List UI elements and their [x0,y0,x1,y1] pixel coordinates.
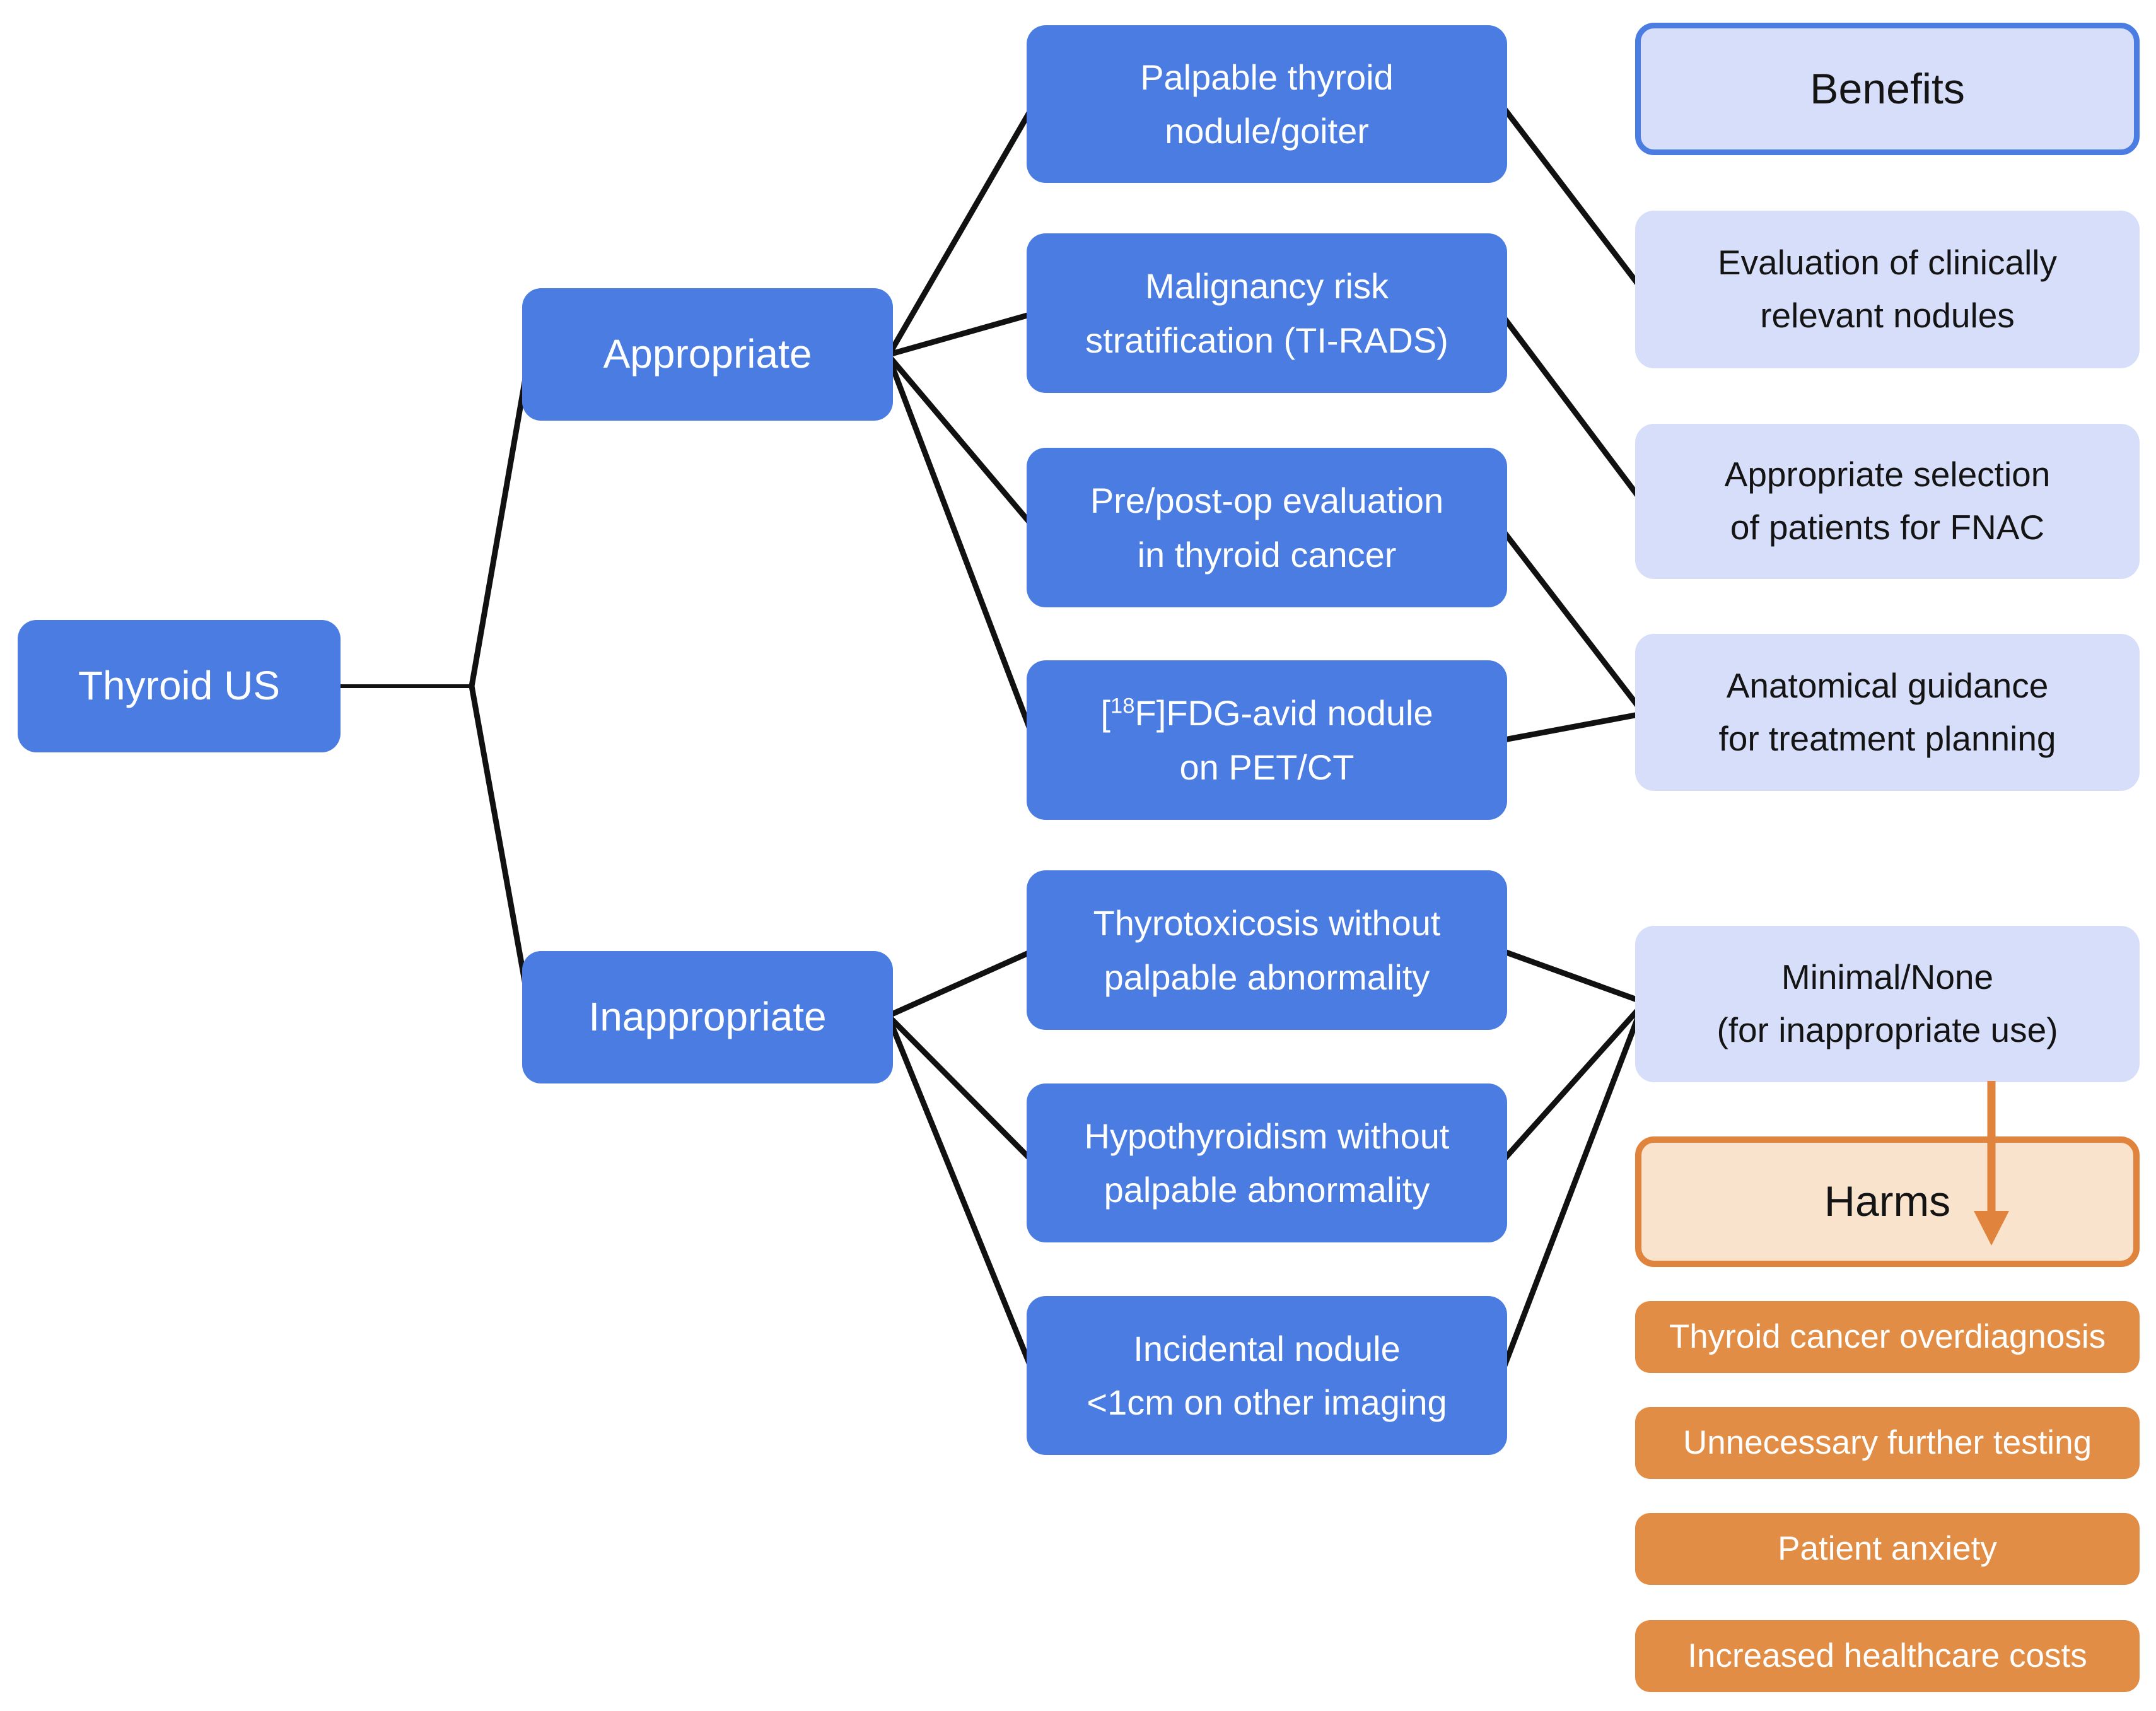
node-pre-post-op-evaluation: Pre/post-op evaluation in thyroid cancer [1027,448,1507,607]
node-line: [18F]FDG-avid nodule [1100,693,1433,733]
node-line: Minimal/None [1781,957,1994,997]
harm-label: Patient anxiety [1778,1530,1997,1568]
edge-inappropriate-thyrotoxicosis [888,947,1035,1019]
edge-thyrotoxicosis-minimal [1500,947,1643,1005]
node-line: on PET/CT [1179,747,1355,787]
node-line: Malignancy risk [1145,266,1389,307]
node-line: Anatomical guidance [1726,665,2049,705]
edge-malignancy-fnac [1498,312,1645,503]
node-palpable-thyroid-nodule: Palpable thyroid nodule/goiter [1027,25,1507,183]
node-line: Incidental nodule [1133,1328,1401,1369]
harm-overdiagnosis: Thyroid cancer overdiagnosis [1635,1301,2140,1373]
node-line: palpable abnormality [1104,957,1430,997]
node-label: Appropriate [603,331,812,377]
node-label: Inappropriate [588,994,827,1040]
edge-palpable-evaluation [1498,102,1645,291]
header-label: Harms [1824,1177,1951,1226]
edge-hypothyroidism-minimal [1498,1003,1645,1165]
harm-label: Unnecessary further testing [1682,1424,2092,1462]
node-inappropriate: Inappropriate [522,951,893,1083]
node-line: Pre/post-op evaluation [1090,481,1444,521]
node-hypothyroidism: Hypothyroidism without palpable abnormal… [1027,1083,1507,1242]
node-line: (for inappropriate use) [1716,1010,2058,1049]
node-line: Evaluation of clinically [1717,243,2058,283]
node-incidental-nodule: Incidental nodule <1cm on other imaging [1027,1296,1507,1455]
node-thyrotoxicosis: Thyrotoxicosis without palpable abnormal… [1027,870,1507,1030]
edge-incidental-minimal [1498,1005,1645,1377]
edge-root-appropriate [469,353,533,687]
node-line: relevant nodules [1760,296,2015,335]
node-label: Thyroid US [78,663,281,709]
node-line: in thyroid cancer [1137,534,1397,575]
isotope-superscript: 18 [1110,694,1135,718]
node-line: palpable abnormality [1104,1170,1430,1210]
node-line: Appropriate selection [1724,455,2051,494]
edge-appropriate-fdg [886,357,1037,742]
node-line: Thyrotoxicosis without [1093,903,1441,943]
node-thyroid-us: Thyroid US [18,620,341,752]
node-fdg-avid-nodule: [18F]FDG-avid nodule on PET/CT [1027,660,1507,820]
node-line: <1cm on other imaging [1087,1382,1447,1422]
node-line: for treatment planning [1718,718,2056,758]
node-line: Hypothyroidism without [1084,1116,1450,1156]
node-line: of patients for FNAC [1730,508,2045,547]
node-line: Palpable thyroid [1140,57,1394,97]
edge-fdg-anatomical [1500,711,1643,744]
header-label: Benefits [1810,64,1965,113]
node-line: stratification (TI-RADS) [1085,320,1448,360]
node-line: nodule/goiter [1165,111,1369,151]
harm-healthcare-costs: Increased healthcare costs [1635,1620,2140,1692]
edge-appropriate-prepostop [887,354,1037,530]
edge-root-inappropriate [469,686,533,1010]
harm-unnecessary-testing: Unnecessary further testing [1635,1407,2140,1479]
harm-patient-anxiety: Patient anxiety [1635,1513,2140,1585]
edge-inappropriate-hypothyroidism [887,1014,1037,1165]
node-appropriate: Appropriate [522,288,893,421]
node-malignancy-risk-stratification: Malignancy risk stratification (TI-RADS) [1027,233,1507,393]
benefit-minimal-none: Minimal/None (for inappropriate use) [1635,926,2140,1082]
edge-prepostop-anatomical [1498,526,1645,713]
edge-appropriate-palpable [887,102,1037,356]
benefit-fnac-selection: Appropriate selection of patients for FN… [1635,424,2140,579]
harms-header: Harms [1635,1136,2140,1267]
benefit-evaluation-nodules: Evaluation of clinically relevant nodule… [1635,211,2140,368]
benefit-anatomical-guidance: Anatomical guidance for treatment planni… [1635,634,2140,791]
harm-label: Thyroid cancer overdiagnosis [1669,1318,2106,1356]
harm-label: Increased healthcare costs [1687,1637,2087,1675]
edge-inappropriate-incidental [886,1017,1037,1377]
benefits-header: Benefits [1635,23,2140,155]
edge-appropriate-malignancy [888,310,1035,358]
